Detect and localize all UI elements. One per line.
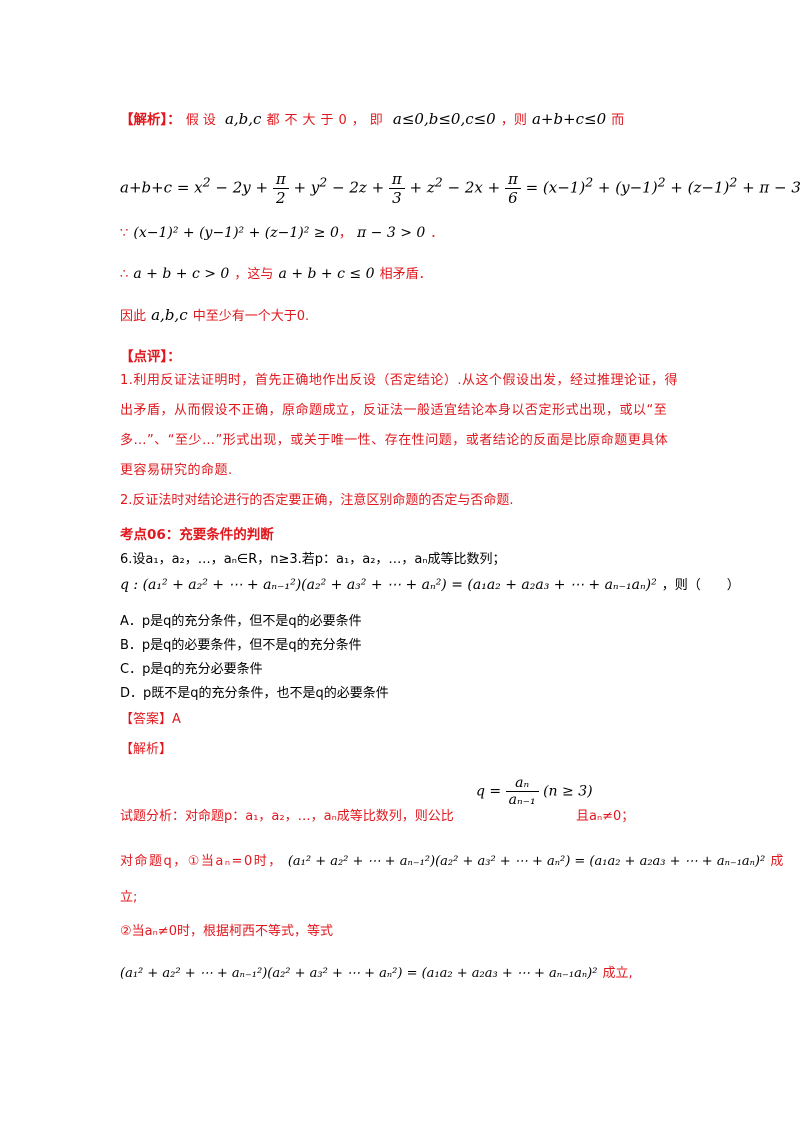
analysis-label-2: 【解析】 [120, 742, 173, 757]
option-c: C．p是q的充分必要条件 [120, 662, 263, 677]
case-one-text: 对命题q，①当aₙ=0时， [120, 854, 283, 869]
therefore-symbol: ∴ [120, 267, 129, 282]
question-q-line: q : (a₁² + a₂² + ⋯ + aₙ₋₁²)(a₂² + a₃² + … [120, 574, 740, 593]
ratio-q: q = [476, 783, 502, 800]
comment-label: 【点评】： [120, 349, 181, 365]
conclusion-line: 因此 a,b,c 中至少有一个大于0. [120, 305, 309, 324]
q-tail: ，则（ ） [661, 578, 740, 593]
analysis-text-then: ，则 [500, 113, 527, 128]
question-stem: 6.设a₁，a₂，…，aₙ∈R，n≥3.若p：a₁，a₂，…，aₙ成等比数列； [120, 552, 506, 567]
because-end: ． [430, 226, 444, 241]
kaodian-heading: 考点06：充要条件的判断 [120, 527, 274, 543]
therefore-text-contradiction: 相矛盾． [379, 267, 432, 282]
inequality-abc-nonpositive: a≤0,b≤0,c≤0 [392, 110, 496, 128]
comment-paragraph-1: 1.利用反证法证明时，首先正确地作出反设（否定结论）.从这个假设出发，经过推理论… [120, 373, 679, 478]
conclusion-text-thus: 因此 [120, 309, 147, 324]
analysis-text-not-greater: 都不大于0，即 [266, 113, 388, 128]
answer: 【答案】A [120, 712, 181, 727]
therefore-text-contradicts: ，这与 [234, 267, 274, 282]
analysis-intro-line: 【解析】： 假设 a,b,c 都不大于0，即 a≤0,b≤0,c≤0 ，则 a+… [120, 108, 624, 128]
because-line: ∵ (x−1)² + (y−1)² + (z−1)² ≥ 0， π − 3 > … [120, 225, 444, 241]
analysis-text-and: 而 [611, 113, 625, 128]
analysis-label: 【解析】： [120, 112, 181, 128]
solution-text-2: 且aₙ≠0； [576, 809, 635, 824]
case-one-tail: 成 [770, 854, 784, 869]
option-b: B．p是q的必要条件，但不是q的充分条件 [120, 638, 362, 653]
pi-minus-three-positive: π − 3 > 0 [357, 225, 426, 241]
variables-abc: a,b,c [224, 110, 262, 128]
option-d: D．p既不是q的充分条件，也不是q的必要条件 [120, 686, 389, 701]
case-one-continued: 立; [120, 890, 138, 905]
sum-positive: a + b + c > 0 [133, 266, 230, 282]
because-symbol: ∵ [120, 226, 129, 241]
comment-paragraph-2: 2.反证法时对结论进行的否定要正确，注意区别命题的否定与否命题. [120, 493, 514, 508]
case-two-equation: (a₁² + a₂² + ⋯ + aₙ₋₁²)(a₂² + a₃² + ⋯ + … [120, 966, 598, 981]
case-two-equation-line: (a₁² + a₂² + ⋯ + aₙ₋₁²)(a₂² + a₃² + ⋯ + … [120, 962, 633, 981]
case-two-text: ②当aₙ≠0时，根据柯西不等式，等式 [120, 924, 333, 939]
ratio-denominator: aₙ₋₁ [508, 792, 536, 808]
inequality-sum-nonpositive: a+b+c≤0 [531, 110, 607, 128]
case-one-line: 对命题q，①当aₙ=0时， (a₁² + a₂² + ⋯ + aₙ₋₁²)(a₂… [120, 850, 783, 869]
solution-text-1: 试题分析：对命题p：a₁，a₂，…，aₙ成等比数列，则公比 [120, 809, 454, 824]
q-condition-equation: q : (a₁² + a₂² + ⋯ + aₙ₋₁²)(a₂² + a₃² + … [120, 577, 657, 593]
conclusion-variables: a,b,c [151, 306, 188, 324]
conclusion-text: 中至少有一个大于0. [192, 309, 310, 324]
analysis-text-assume: 假设 [185, 113, 220, 128]
case-one-equation: (a₁² + a₂² + ⋯ + aₙ₋₁²)(a₂² + a₃² + ⋯ + … [287, 854, 766, 869]
squares-nonnegative: (x−1)² + (y−1)² + (z−1)² ≥ 0 [133, 225, 339, 241]
option-a: A．p是q的充分条件，但不是q的必要条件 [120, 614, 362, 629]
ratio-condition: (n ≥ 3) [543, 783, 593, 800]
sum-nonpositive: a + b + c ≤ 0 [278, 266, 375, 282]
case-two-tail: 成立, [602, 966, 633, 981]
ratio-numerator: aₙ [505, 775, 539, 792]
therefore-line: ∴ a + b + c > 0 ，这与 a + b + c ≤ 0 相矛盾． [120, 263, 432, 282]
